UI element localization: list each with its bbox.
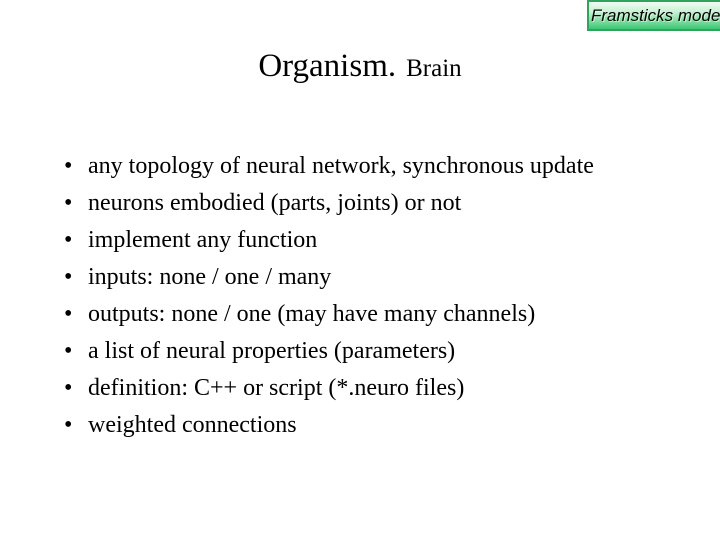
bullet-icon: •	[64, 153, 73, 179]
bullet-icon: •	[64, 264, 73, 290]
bullet-icon: •	[64, 301, 73, 327]
list-item-text: neurons embodied (parts, joints) or not	[88, 190, 462, 216]
bullet-icon: •	[64, 338, 73, 364]
list-item: • any topology of neural network, synchr…	[64, 148, 628, 185]
list-item: • inputs: none / one / many	[64, 259, 628, 296]
list-item: • definition: C++ or script (*.neuro fil…	[64, 370, 628, 407]
bullet-icon: •	[64, 190, 73, 216]
framsticks-banner: Framsticks mode	[587, 0, 720, 31]
bullet-list: • any topology of neural network, synchr…	[64, 148, 628, 444]
title-sub: Brain	[406, 55, 462, 82]
list-item: • outputs: none / one (may have many cha…	[64, 296, 628, 333]
list-item-text: implement any function	[88, 227, 318, 253]
title-main: Organism.	[258, 48, 397, 84]
bullet-icon: •	[64, 412, 73, 438]
list-item: • a list of neural properties (parameter…	[64, 333, 628, 370]
bullet-icon: •	[64, 227, 73, 253]
list-item-text: any topology of neural network, synchron…	[88, 153, 594, 179]
list-item-text: definition: C++ or script (*.neuro files…	[88, 375, 465, 401]
page-title: Organism. Brain	[0, 46, 720, 92]
list-item-text: inputs: none / one / many	[88, 264, 332, 290]
list-item: • implement any function	[64, 222, 628, 259]
banner-label: Framsticks mode	[591, 5, 720, 25]
list-item: • weighted connections	[64, 407, 628, 444]
list-item-text: a list of neural properties (parameters)	[88, 338, 456, 364]
list-item-text: outputs: none / one (may have many chann…	[88, 301, 536, 327]
list-item-text: weighted connections	[88, 412, 297, 438]
bullet-icon: •	[64, 375, 73, 401]
list-item: • neurons embodied (parts, joints) or no…	[64, 185, 628, 222]
